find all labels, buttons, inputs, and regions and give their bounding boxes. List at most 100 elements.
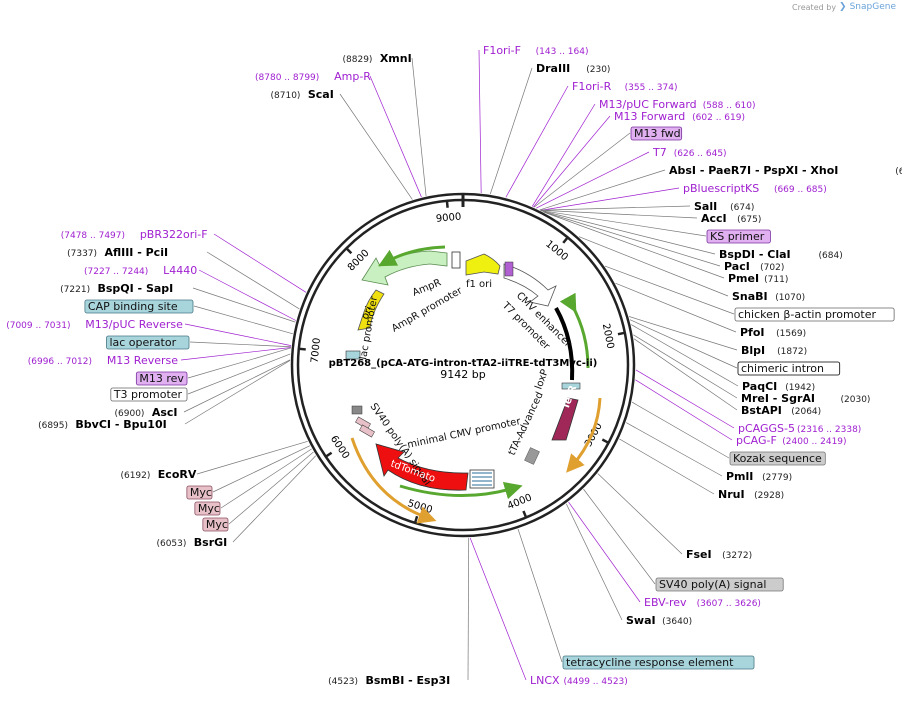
label-text-m13puc-rev-1: M13/pUC Reverse [85, 318, 183, 331]
label-text-bspdi-1: (684) [819, 251, 843, 261]
label-bspqi[interactable]: (7221)BspQI - SapI [60, 282, 173, 295]
label-text-xmni-0: (8829) [343, 55, 373, 65]
label-text-paci-1: (702) [760, 263, 784, 273]
label-text-ampr-primer-1: Amp-R [334, 70, 371, 83]
leader-pcaggs5 [635, 369, 735, 429]
label-bspdi[interactable]: BspDI - ClaI(684) [719, 248, 843, 261]
f1ori-feature-arrow[interactable] [465, 253, 501, 276]
label-kozak[interactable]: Kozak sequence [729, 451, 826, 466]
plasmid-name: pBT268_(pCA-ATG-intron-tTA2-iiTRE-tdT3My… [329, 358, 598, 369]
label-m13puc-fwd[interactable]: M13/pUC Forward(588 .. 610) [599, 98, 756, 111]
label-text-pcagf-0: pCAG-F [736, 434, 777, 447]
label-xmni[interactable]: (8829)XmnI [343, 52, 412, 65]
label-pbluescriptks[interactable]: pBluescriptKS(669 .. 685) [683, 182, 827, 195]
label-text-swai-0: SwaI [626, 614, 656, 627]
label-lncx[interactable]: LNCX(4499 .. 4523) [530, 674, 628, 687]
leader-pmei [544, 211, 725, 279]
label-pcagf[interactable]: pCAG-F(2400 .. 2419) [736, 434, 847, 447]
label-text-scai-1: ScaI [308, 88, 334, 101]
label-text-t7-1: (626 .. 645) [674, 149, 727, 159]
label-m13rev-p[interactable]: (6996 .. 7012)M13 Reverse [28, 354, 179, 367]
leader-scai [339, 93, 413, 200]
label-mrei[interactable]: MreI - SgrAI(2030) [741, 392, 870, 405]
label-text-absi-1: (668) [895, 167, 902, 177]
label-text-lncx-0: LNCX [530, 674, 560, 687]
label-text-draiii-0: DraIII [536, 62, 570, 75]
label-t7[interactable]: T7(626 .. 645) [652, 146, 727, 159]
label-text-mrei-0: MreI - SgrAI [741, 392, 815, 405]
label-m13rev-box[interactable]: M13 rev [135, 371, 188, 386]
label-absi[interactable]: AbsI - PaeR7I - PspXI - XhoI(668) [669, 164, 902, 177]
label-tre[interactable]: tetracycline response element [562, 655, 755, 670]
label-pcaggs5[interactable]: pCAGGS-5(2316 .. 2338) [738, 422, 861, 435]
leader-bstapi [633, 338, 738, 411]
label-bbvci[interactable]: (6895)BbvCI - Bpu10I [38, 418, 167, 431]
label-bsmbi[interactable]: (4523)BsmBI - Esp3I [328, 674, 450, 687]
label-myc1[interactable]: Myc [186, 485, 213, 500]
label-f1ori-f[interactable]: F1ori-F(143 .. 164) [483, 44, 588, 57]
label-ampr-primer[interactable]: (8780 .. 8799)Amp-R [255, 70, 371, 83]
label-sv40pa[interactable]: SV40 poly(A) signal [655, 577, 784, 592]
leader-xmni [411, 57, 427, 197]
label-swai[interactable]: SwaI(3640) [626, 614, 692, 627]
tdtomato-feature-arrow[interactable] [375, 443, 469, 491]
label-sali[interactable]: SalI(674) [694, 200, 754, 213]
label-m13fwd-box[interactable]: M13 fwd [630, 126, 683, 141]
chicken-promoter-arrow [559, 292, 590, 369]
leader-bsmbi [467, 537, 470, 681]
label-acci[interactable]: AccI(675) [701, 212, 761, 225]
label-paci[interactable]: PacI (702) [724, 260, 784, 273]
leader-snabi [578, 236, 729, 297]
leader-swai [565, 503, 623, 621]
label-chimeric[interactable]: chimeric intron [737, 361, 841, 376]
label-text-ecorv-0: (6192) [120, 471, 150, 481]
tick-mark-7000 [298, 347, 306, 351]
label-afliii[interactable]: (7337)AflIII - PciI [67, 246, 168, 259]
label-fsei[interactable]: FseI(3272) [686, 548, 752, 561]
label-ksprimer[interactable]: KS primer [706, 229, 771, 244]
leader-ebvrev [568, 501, 641, 603]
outer-label-layer: (8829)XmnI (8780 .. 8799)Amp-R (8710)ScaI F… [6, 44, 902, 687]
cmv-enhancer-arrow[interactable] [503, 263, 557, 307]
label-text-ksprimer-0: KS primer [710, 230, 765, 243]
label-bstapi[interactable]: BstAPI(2064) [741, 404, 821, 417]
label-box-myc3 [202, 517, 229, 532]
tick-label-4000: 4000 [506, 492, 534, 512]
label-chicken[interactable]: chicken β-actin promoter [734, 307, 895, 322]
label-text-paci-0: PacI [724, 260, 750, 273]
label-m13puc-rev[interactable]: (7009 .. 7031)M13/pUC Reverse [6, 318, 183, 331]
label-pbr322[interactable]: (7478 .. 7497)pBR322ori-F [61, 228, 208, 241]
label-pmli[interactable]: PmlI(2779) [726, 470, 792, 483]
ori-feature-arrow[interactable] [357, 289, 385, 331]
label-nrui[interactable]: NruI(2928) [718, 488, 784, 501]
label-bsrgi[interactable]: (6053)BsrGI [156, 536, 227, 549]
label-pfoi[interactable]: PfoI(1569) [740, 326, 806, 339]
label-ebvrev[interactable]: EBV-rev(3607 .. 3626) [644, 596, 761, 609]
label-f1ori-r[interactable]: F1ori-R(355 .. 374) [572, 80, 677, 93]
label-paqci[interactable]: PaqCI(1942) [742, 380, 815, 393]
leader-ecorv [196, 440, 308, 475]
leader-m13fwd-box [533, 132, 631, 208]
label-scai[interactable]: (8710)ScaI [271, 88, 334, 101]
leader-lacop [189, 341, 291, 348]
label-ecorv[interactable]: (6192)EcoRV [120, 468, 196, 481]
tetr-feature-arrow[interactable] [551, 397, 579, 441]
label-blpi[interactable]: BlpI(1872) [741, 344, 807, 357]
label-snabi[interactable]: SnaBI(1070) [732, 290, 805, 303]
label-pmei[interactable]: PmeI(711) [728, 272, 788, 285]
plasmid-length: 9142 bp [440, 368, 485, 381]
label-text-snabi-0: SnaBI [732, 290, 768, 303]
label-draiii[interactable]: DraIII(230) [536, 62, 610, 75]
label-cap[interactable]: CAP binding site [84, 299, 194, 314]
leader-chimeric [629, 319, 738, 369]
tta-orange-arc [566, 397, 602, 473]
label-asci[interactable]: (6900)AscI [115, 406, 178, 419]
label-myc2[interactable]: Myc [194, 501, 221, 516]
label-myc3[interactable]: Myc [202, 517, 229, 532]
label-text-pmli-0: PmlI [726, 470, 753, 483]
label-m13-fwd[interactable]: M13 Forward(602 .. 619) [614, 110, 745, 123]
label-text-m13rev-p-1: M13 Reverse [107, 354, 178, 367]
label-lacop[interactable]: lac operator [106, 335, 190, 350]
label-l4440[interactable]: (7227 .. 7244)L4440 [84, 264, 197, 277]
label-t3[interactable]: T3 promoter [110, 387, 188, 402]
